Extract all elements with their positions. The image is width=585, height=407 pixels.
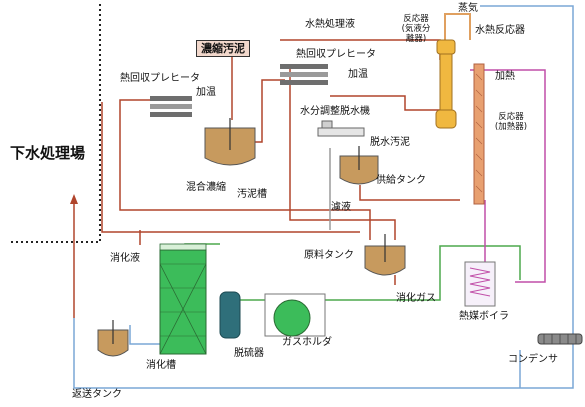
- heat-recovery-preheater-label-left: 熱回収プレヒータ: [120, 73, 200, 84]
- digestion-liquid-label: 消化液: [110, 253, 140, 264]
- raw-material-tank-label: 原料タンク: [304, 250, 354, 261]
- dewatered-sludge-label: 脱水汚泥: [370, 137, 410, 148]
- heat-recovery-preheater-top: [280, 64, 328, 85]
- condenser-label: コンデンサ: [508, 354, 558, 365]
- water-line-bottom: [73, 5, 574, 389]
- steam-label: 蒸気: [458, 3, 478, 14]
- heat-recovery-preheater-label-top: 熱回収プレヒータ: [296, 49, 376, 60]
- heating-label: 加熱: [495, 71, 515, 82]
- sludge-tank-label: 汚泥槽: [237, 189, 267, 200]
- concentrated-sludge-label: 濃縮汚泥: [196, 40, 250, 57]
- dewatering-machine: [317, 120, 365, 137]
- return-arrowhead: [70, 194, 78, 204]
- heat-medium-boiler-unit: [464, 261, 496, 307]
- reactor-gas-liquid-label: 反応器 (気液分 離器): [401, 14, 431, 44]
- sludge-line-3: [252, 79, 285, 143]
- gas-holder-label: ガスホルダ: [282, 337, 332, 348]
- gas-line: [240, 245, 521, 301]
- reactor-heater-pipe: [473, 63, 485, 205]
- heat-line: [470, 69, 546, 283]
- hydrothermal-liquid-label: 水熱処理液: [305, 19, 355, 30]
- sludge-line-5: [289, 68, 396, 240]
- return-tank: [97, 320, 129, 357]
- sludge-line-6: [330, 95, 440, 111]
- filtrate-label: 濾液: [331, 202, 351, 213]
- warming-label-left: 加温: [196, 87, 216, 98]
- supply-tank: [339, 146, 379, 185]
- warming-label-top: 加温: [348, 69, 368, 80]
- hydrothermal-reactor-label: 水熱反応器: [475, 25, 525, 36]
- plant-boundary: [8, 4, 101, 243]
- desulfurizer-label: 脱硫器: [234, 348, 264, 359]
- digestion-tank-vessel: [159, 243, 207, 355]
- condenser-unit: [537, 333, 583, 345]
- page-title: 下水処理場: [10, 144, 86, 162]
- desulfurizer-vessel: [219, 291, 241, 339]
- sludge-line-10: [101, 102, 360, 233]
- return-tank-label: 返送タンク: [72, 389, 122, 400]
- heat-recovery-preheater-left: [150, 96, 192, 117]
- steam-line: [444, 13, 471, 40]
- heat-medium-boiler-label: 熱媒ボイラ: [459, 311, 509, 322]
- digestion-tank-label: 消化槽: [146, 360, 176, 371]
- sludge-line-7: [359, 185, 460, 201]
- hydrothermal-reactor-vessel: [435, 39, 457, 129]
- mixing-thickening-label: 混合濃縮: [186, 182, 226, 193]
- raw-material-tank: [364, 234, 406, 276]
- supply-tank-label: 供給タンク: [376, 175, 426, 186]
- digestion-gas-label: 消化ガス: [396, 293, 436, 304]
- sludge-tank: [204, 118, 256, 166]
- moisture-dewatering-label: 水分調整脱水機: [300, 106, 370, 117]
- reactor-heater-label: 反応器 (加熱器): [494, 112, 528, 132]
- water-line-digester: [129, 325, 160, 345]
- gas-holder-vessel: [264, 293, 326, 337]
